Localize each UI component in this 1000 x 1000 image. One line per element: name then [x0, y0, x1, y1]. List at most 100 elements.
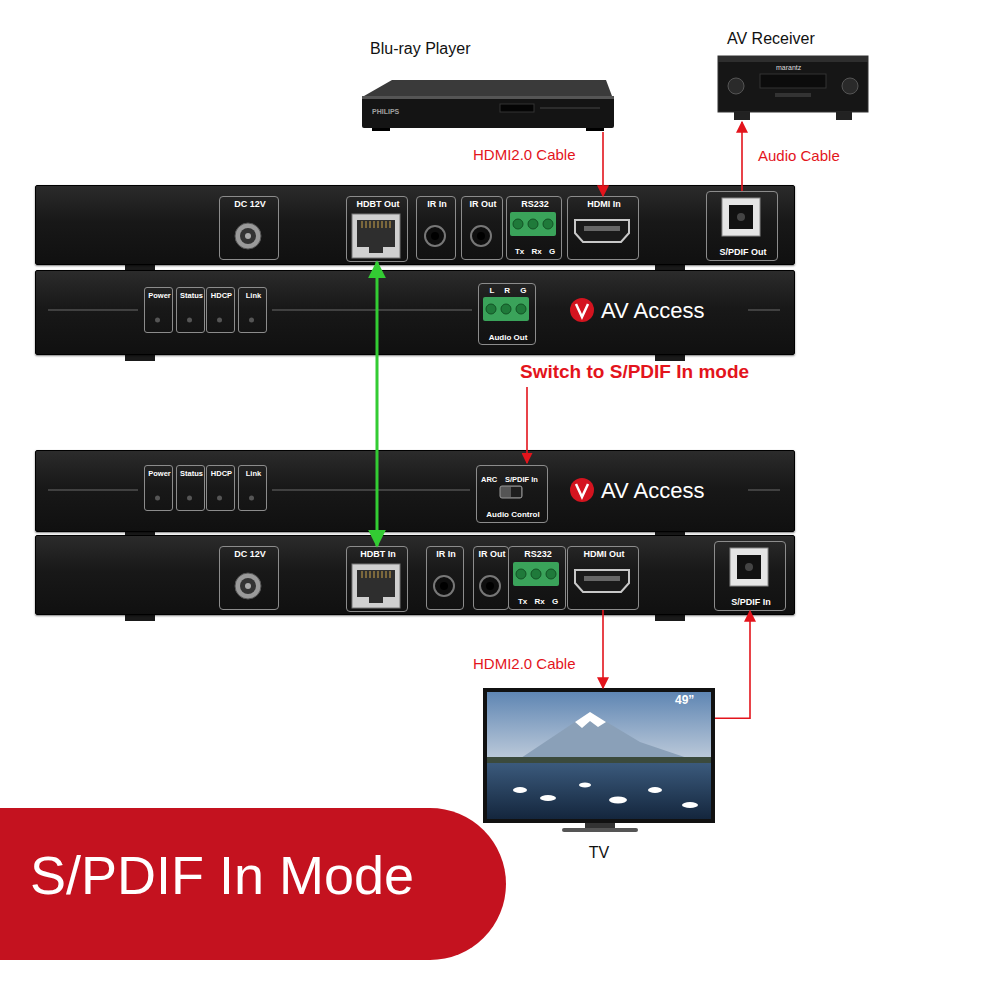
node-label: HDBT In	[347, 550, 409, 560]
port-block: DC 12V	[219, 196, 279, 260]
callout-arrow	[526, 387, 528, 463]
tv-swan	[682, 802, 698, 808]
brand-text: marantz	[776, 64, 836, 72]
optical-port	[730, 548, 768, 586]
led-dot	[187, 496, 192, 501]
port-block: ARCS/PDIF InAudio Control	[476, 465, 548, 523]
cable-connector	[741, 122, 743, 191]
node-label: AV Access	[601, 299, 781, 323]
rs232-terminal	[513, 562, 559, 586]
receiver-foot	[734, 112, 750, 120]
panel-foot	[655, 615, 685, 621]
panel-line	[48, 310, 138, 311]
audio-terminal	[483, 297, 529, 321]
node-label: S/PDIF In	[715, 598, 787, 608]
panel-line	[748, 310, 780, 311]
node-label: Link	[239, 292, 268, 300]
mode-banner-title: S/PDIF In Mode	[30, 846, 470, 905]
cable-connector	[715, 611, 750, 718]
panel-foot	[125, 355, 155, 361]
device-illustration: Blu-ray Player	[358, 38, 614, 132]
node-label: RS232	[509, 550, 567, 560]
bluray-front	[362, 96, 614, 128]
logo-circle	[570, 298, 594, 322]
node-label: Tx Rx G	[507, 248, 563, 257]
tv-swan	[540, 795, 556, 801]
node-label: Blu-ray Player	[370, 40, 570, 58]
cable-label: HDMI2.0 Cable	[473, 656, 633, 673]
led-indicator: HDCP	[206, 287, 235, 333]
led-indicator: Power	[144, 465, 173, 511]
mode-banner	[0, 808, 506, 960]
tv-water	[487, 763, 711, 819]
extender-panel: AV Access PowerStatusHDCPLink ARCS/PDIF In…	[35, 450, 795, 532]
node-label: HDBT Out	[347, 200, 409, 210]
port-block: IR Out	[461, 196, 503, 260]
port-block: RS232Tx Rx G	[506, 196, 562, 260]
led-dot	[249, 318, 254, 323]
receiver-foot	[836, 112, 852, 120]
led-dot	[249, 496, 254, 501]
tv-trees	[487, 757, 711, 764]
led-dot	[187, 318, 192, 323]
node-label: AV Access	[601, 479, 781, 503]
node-label: Link	[239, 470, 268, 478]
led-indicator: HDCP	[206, 465, 235, 511]
node-label: AV Receiver	[727, 30, 867, 48]
panel-line	[48, 490, 138, 491]
node-label: HDCP	[207, 470, 236, 478]
logo-mark	[576, 484, 588, 497]
node-label: Power	[145, 292, 174, 300]
tv-snow	[575, 712, 606, 728]
port-block: HDMI Out	[567, 546, 639, 610]
node-label: HDMI In	[568, 200, 640, 210]
logo-mark	[576, 304, 588, 317]
audio-switch	[500, 486, 522, 498]
receiver-display	[760, 74, 826, 88]
dc-jack	[235, 573, 261, 599]
switch-slider	[511, 487, 521, 497]
port-block: DC 12V	[219, 546, 279, 610]
panel-line	[272, 490, 470, 491]
node-label: S/PDIF In	[505, 476, 549, 484]
port-block: HDMI In	[567, 196, 639, 260]
tv-swan	[609, 797, 627, 804]
bluray-foot	[586, 128, 604, 131]
port-block: IR Out	[473, 546, 509, 610]
led-indicator: Status	[176, 465, 205, 511]
node-label: HDCP	[207, 292, 236, 300]
tv-swan	[648, 787, 662, 793]
tv-swan	[513, 787, 527, 793]
cable-label: Audio Cable	[758, 148, 918, 165]
node-label: DC 12V	[220, 200, 280, 210]
node-label: Audio Out	[479, 334, 537, 343]
device-illustration: AV Receiver	[712, 28, 870, 122]
node-label: 49”	[675, 694, 713, 707]
rj45-port	[352, 214, 400, 258]
panel-line	[748, 490, 780, 491]
cable-connector	[602, 132, 604, 196]
device-illustration: 49” TV	[483, 688, 715, 866]
node-label: IR In	[427, 550, 465, 560]
port-block: IR In	[416, 196, 456, 260]
bluray-line	[540, 108, 600, 109]
port-block: S/PDIF Out	[706, 191, 778, 261]
led-dot	[155, 318, 160, 323]
node-label: IR Out	[474, 550, 510, 560]
receiver-body	[718, 56, 868, 112]
node-label: TV	[567, 844, 631, 862]
port-block: HDBT Out	[346, 196, 408, 262]
node-label: L R G	[479, 287, 537, 296]
ir-jack	[425, 226, 445, 246]
tv-neck	[585, 823, 615, 828]
logo-circle	[570, 478, 594, 502]
ir-jack	[471, 226, 491, 246]
dc-jack	[235, 223, 261, 249]
ir-jack	[434, 576, 454, 596]
panel-foot	[125, 615, 155, 621]
port-block: S/PDIF In	[714, 541, 786, 611]
cable-connector	[602, 610, 604, 688]
node-label: DC 12V	[220, 550, 280, 560]
cable-label: HDMI2.0 Cable	[473, 147, 633, 164]
